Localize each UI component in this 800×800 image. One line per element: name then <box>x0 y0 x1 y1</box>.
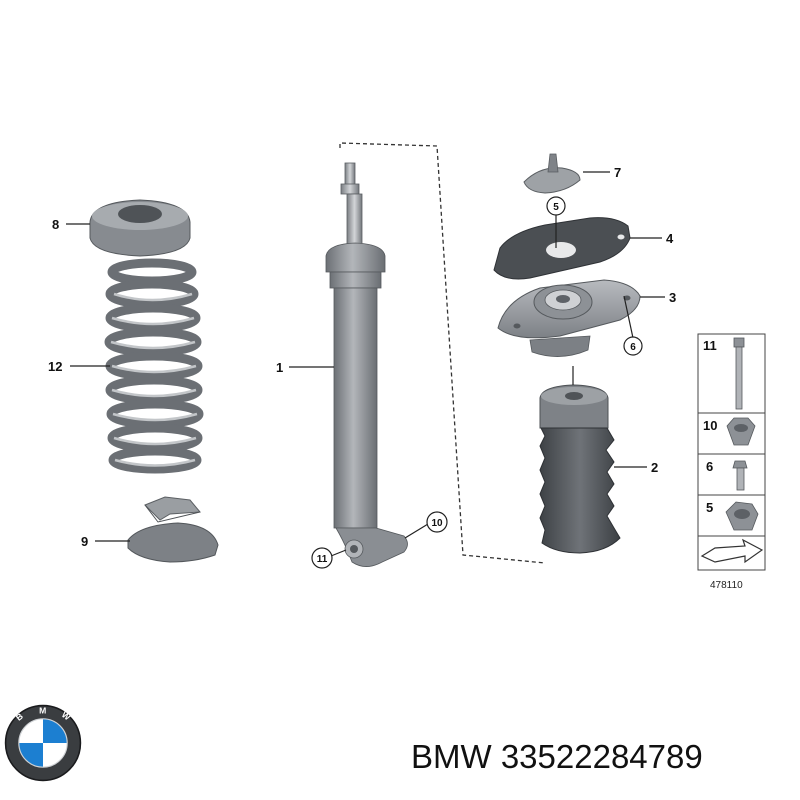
callout-12: 12 <box>48 359 62 374</box>
callout-5: 5 <box>553 202 559 213</box>
callout-2: 2 <box>651 460 658 475</box>
bolt-11-icon <box>733 337 745 410</box>
callout-8: 8 <box>52 217 59 232</box>
lower-spring-pad <box>127 496 219 563</box>
callout-1: 1 <box>276 360 283 375</box>
strut-mount <box>497 279 641 357</box>
direction-arrow-icon <box>700 538 764 564</box>
callout-4: 4 <box>666 231 674 246</box>
gasket <box>493 217 631 280</box>
dust-boot <box>539 384 621 554</box>
legend-label-5: 5 <box>706 500 713 515</box>
legend-label-11: 11 <box>703 338 717 353</box>
callout-circle-10 <box>426 511 448 533</box>
callout-3: 3 <box>669 290 676 305</box>
reference-number: 478110 <box>710 580 743 591</box>
assembly-dash-line <box>339 142 546 564</box>
nut-10-icon <box>726 417 756 446</box>
svg-text:B: B <box>14 711 25 723</box>
upper-spring-pad <box>89 199 191 257</box>
brand-name: BMW <box>411 738 492 775</box>
callout-circle-6 <box>623 336 643 356</box>
callout-circle-11 <box>311 547 333 569</box>
svg-text:M: M <box>39 705 46 715</box>
callout-6: 6 <box>630 342 636 353</box>
callout-7: 7 <box>614 165 621 180</box>
shock-absorber <box>325 162 408 567</box>
callout-9: 9 <box>81 534 88 549</box>
nut-5-icon <box>725 501 759 531</box>
hardware-legend: 11 10 6 5 <box>697 333 766 571</box>
legend-label-10: 10 <box>703 418 717 433</box>
part-number-caption: BMW 33522284789 <box>411 738 791 782</box>
callout-circle-5 <box>546 196 566 216</box>
bmw-logo: B M W <box>4 704 82 782</box>
bolt-6-icon <box>732 460 748 491</box>
part-number: 33522284789 <box>500 738 703 775</box>
callout-10: 10 <box>431 518 443 529</box>
cap <box>523 153 581 194</box>
coil-spring <box>104 258 204 474</box>
callout-11: 11 <box>317 554 328 565</box>
legend-label-6: 6 <box>706 459 713 474</box>
